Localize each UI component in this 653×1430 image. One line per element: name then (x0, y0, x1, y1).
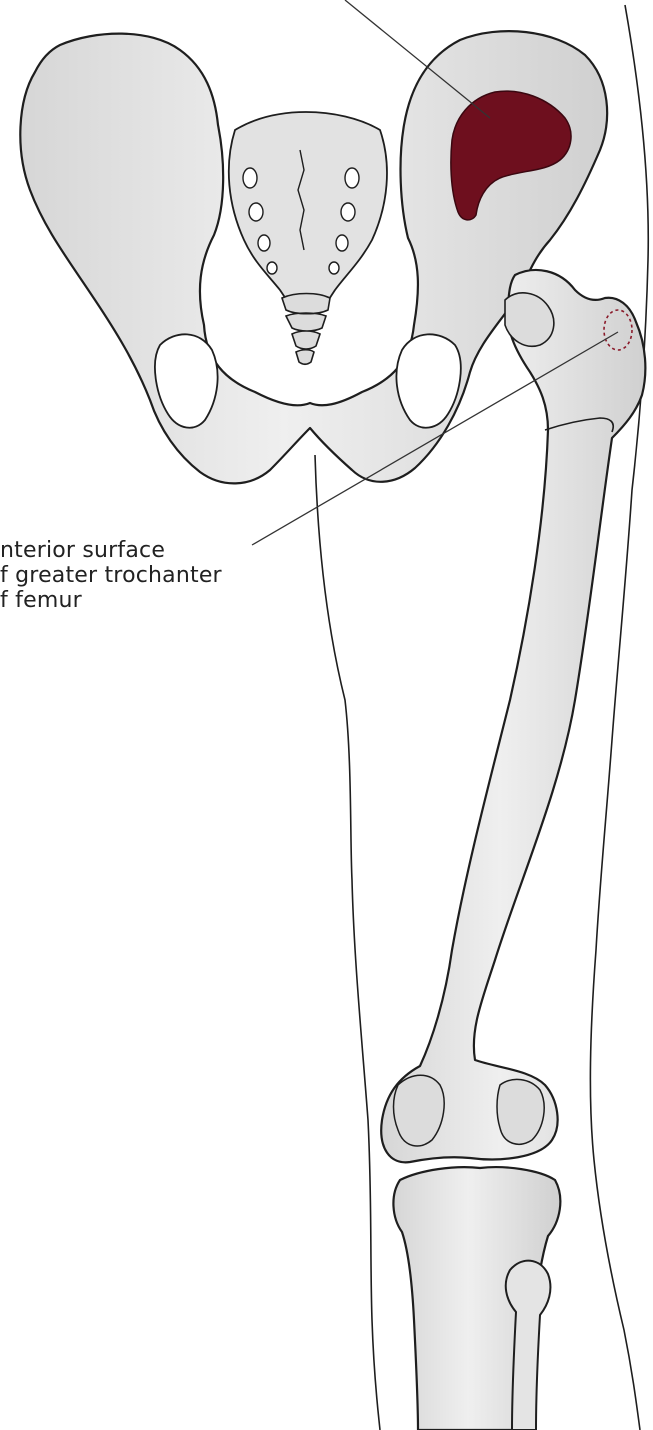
label-line-3: f femur (0, 588, 330, 613)
label-line-2: f greater trochanter (0, 563, 330, 588)
label-line-1: nterior surface (0, 538, 330, 563)
sacrum (229, 112, 387, 364)
callout-label: nterior surface f greater trochanter f f… (0, 538, 330, 613)
